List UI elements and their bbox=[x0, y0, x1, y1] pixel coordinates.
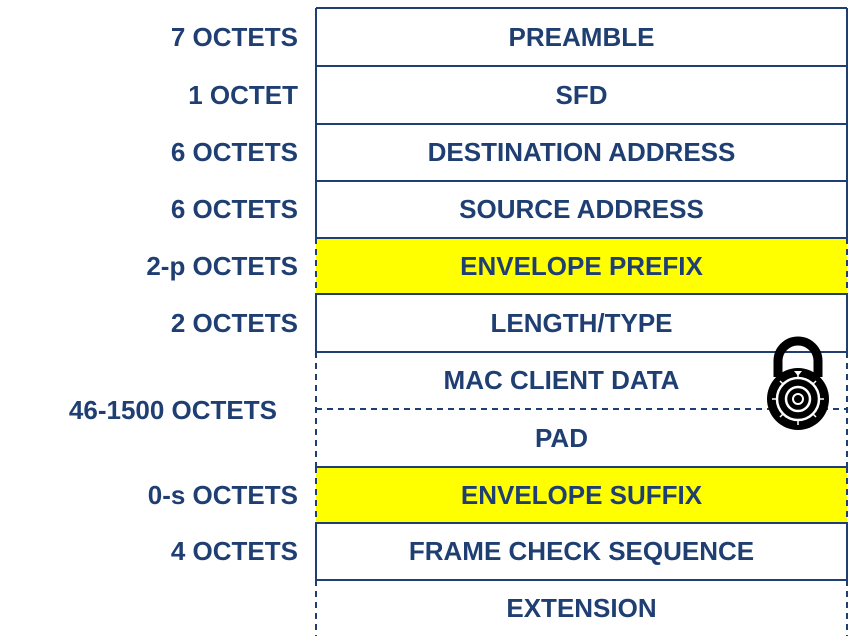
field-envelope-prefix: ENVELOPE PREFIX bbox=[460, 250, 703, 281]
size-length-type: 2 OCTETS bbox=[170, 307, 298, 338]
field-preamble: PREAMBLE bbox=[508, 21, 655, 52]
field-length-type: LENGTH/TYPE bbox=[490, 307, 673, 338]
field-source-address: SOURCE ADDRESS bbox=[459, 194, 704, 224]
field-sfd: SFD bbox=[555, 79, 608, 110]
size-envelope-suffix: 0-s OCTETS bbox=[147, 479, 298, 510]
size-destination-address: 6 OCTETS bbox=[170, 137, 298, 167]
envelope-suffix-fill bbox=[316, 467, 847, 523]
size-mac-client-data: 46-1500 OCTETS bbox=[68, 394, 277, 425]
size-sfd: 1 OCTET bbox=[188, 79, 298, 110]
field-pad: PAD bbox=[535, 422, 588, 453]
size-frame-check-sequence: 4 OCTETS bbox=[170, 536, 298, 566]
size-envelope-prefix: 2-p OCTETS bbox=[146, 250, 298, 281]
size-source-address: 6 OCTETS bbox=[170, 194, 298, 224]
field-frame-check-sequence: FRAME CHECK SEQUENCE bbox=[408, 536, 755, 566]
padlock-icon bbox=[767, 336, 829, 430]
field-extension: EXTENSION bbox=[506, 592, 657, 623]
size-preamble: 7 OCTETS bbox=[170, 21, 298, 52]
envelope-prefix-fill bbox=[316, 238, 847, 294]
field-envelope-suffix: ENVELOPE SUFFIX bbox=[460, 479, 703, 510]
field-destination-address: DESTINATION ADDRESS bbox=[427, 137, 736, 167]
field-mac-client-data: MAC CLIENT DATA bbox=[443, 365, 680, 395]
